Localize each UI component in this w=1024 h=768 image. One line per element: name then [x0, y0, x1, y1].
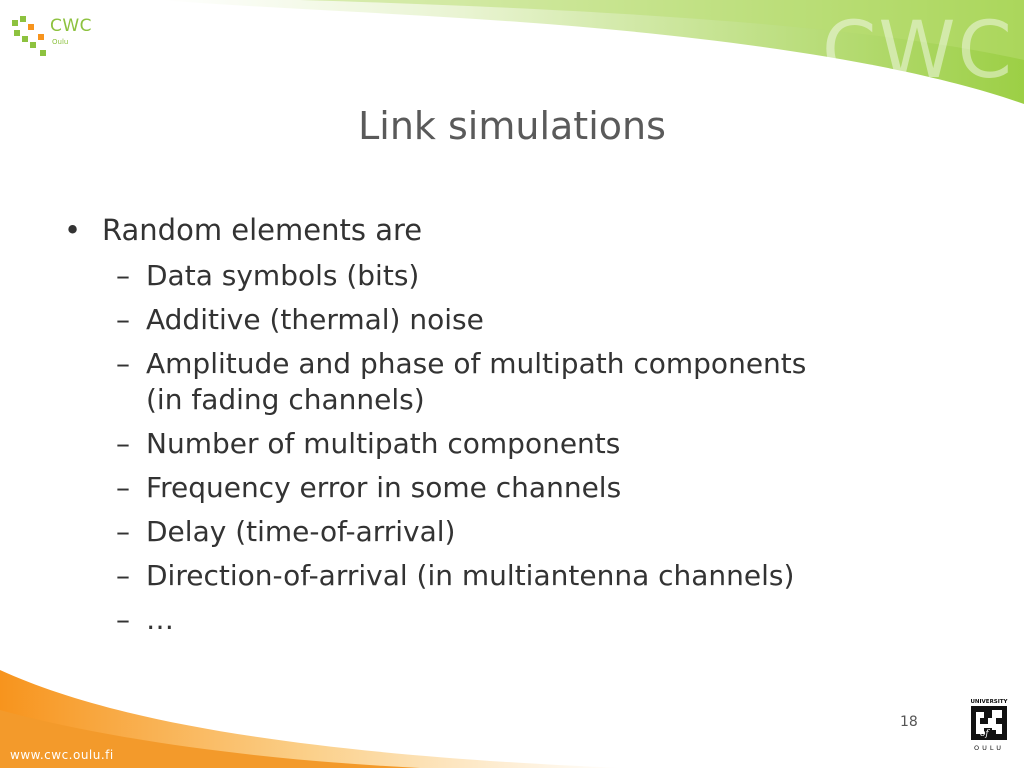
sub-item: – Delay (time-of-arrival) [62, 514, 992, 550]
sub-item: – Number of multipath components [62, 426, 992, 462]
sub-item: – Additive (thermal) noise [62, 302, 992, 338]
sub-item: – Amplitude and phase of multipath compo… [62, 346, 992, 418]
logo-name: CWC [50, 16, 93, 36]
sub-item-text: Amplitude and phase of multipath compone… [146, 347, 807, 380]
footer-url: www.cwc.oulu.fi [10, 748, 114, 762]
dash-icon: – [116, 471, 130, 504]
sub-item: – Frequency error in some channels [62, 470, 992, 506]
sub-item-text: Data symbols (bits) [146, 259, 420, 292]
uni-logo-line3: OULU [974, 744, 1004, 752]
sub-item: – Data symbols (bits) [62, 258, 992, 294]
sub-item-text: Delay (time-of-arrival) [146, 515, 456, 548]
sub-item-text: … [146, 603, 174, 636]
page-number: 18 [900, 714, 918, 730]
uni-logo-line1: UNIVERSITY [970, 699, 1008, 705]
dash-icon: – [116, 603, 130, 636]
slide-content: • Random elements are – Data symbols (bi… [62, 210, 992, 638]
bullet-icon: • [64, 213, 82, 247]
dash-icon: – [116, 303, 130, 336]
cwc-watermark: CWC [821, 6, 1014, 96]
dash-icon: – [116, 347, 130, 380]
university-of-oulu-logo: UNIVERSITY of OULU [970, 699, 1008, 752]
uni-logo-line2: of [980, 729, 990, 739]
logo-subtitle: Oulu [52, 38, 69, 46]
dash-icon: – [116, 427, 130, 460]
bullet-text: Random elements are [102, 213, 423, 247]
sub-item-text: Additive (thermal) noise [146, 303, 484, 336]
sub-item-text: Direction-of-arrival (in multiantenna ch… [146, 559, 795, 592]
sub-item: – … [62, 602, 992, 638]
dash-icon: – [116, 559, 130, 592]
sub-item-text: Frequency error in some channels [146, 471, 622, 504]
cwc-logo: CWC Oulu [10, 12, 110, 62]
top-swoosh-decoration [160, 0, 1024, 104]
dash-icon: – [116, 259, 130, 292]
bullet-item: • Random elements are [62, 210, 992, 250]
bottom-swoosh-decoration [0, 670, 620, 768]
sub-item: – Direction-of-arrival (in multiantenna … [62, 558, 992, 594]
dash-icon: – [116, 515, 130, 548]
slide-title: Link simulations [358, 104, 666, 148]
sub-item-text: Number of multipath components [146, 427, 621, 460]
sub-item-text-continuation: (in fading channels) [146, 383, 425, 416]
